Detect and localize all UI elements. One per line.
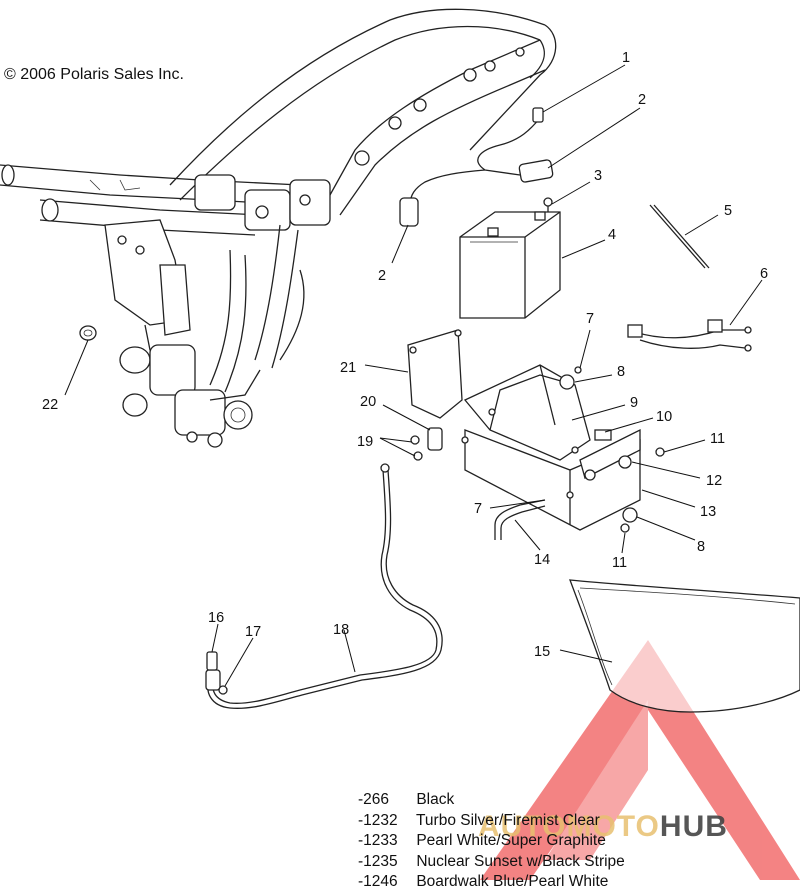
watermark-text: AUTOMOTOHUB [478, 810, 728, 843]
part-15-side-cover [569, 579, 800, 713]
callout-5: 5 [724, 203, 732, 219]
part-13-battery-box [464, 428, 641, 531]
color-code-row: -1246 Boardwalk Blue/Pearl White [358, 872, 625, 893]
callout-15: 15 [534, 644, 550, 660]
part-6-wire-harness [627, 319, 752, 352]
part-19-screws [410, 435, 469, 461]
color-code-row: -1235 Nuclear Sunset w/Black Stripe [358, 852, 625, 873]
watermark-logo [480, 640, 800, 880]
callout-7-upper: 7 [586, 311, 594, 327]
callout-4: 4 [608, 227, 616, 243]
color-name: Black [416, 791, 455, 808]
callout-11-lower: 11 [612, 555, 627, 571]
callout-19: 19 [357, 434, 373, 450]
callout-20: 20 [360, 394, 376, 410]
callout-18: 18 [333, 622, 349, 638]
part-18-hose [207, 463, 443, 709]
part-14-rod [494, 499, 546, 540]
part-20-clip [427, 427, 443, 451]
callout-8-lower: 8 [697, 539, 705, 555]
part-8-nut-lower [622, 507, 638, 523]
color-code: -1246 [358, 873, 398, 890]
callout-7-lower: 7 [474, 501, 482, 517]
color-name: Turbo Silver/Firemist Clear [416, 811, 600, 829]
callout-12: 12 [706, 473, 722, 489]
watermark-wordmark: AUTOMOTOHUB [478, 810, 728, 843]
color-code: -266 [358, 791, 390, 808]
callout-17: 17 [245, 624, 261, 640]
part-11-nut-lower [620, 523, 630, 533]
leader-lines [64, 64, 763, 687]
part-17-clamp [218, 685, 228, 695]
callout-3: 3 [594, 168, 602, 184]
part-9-battery-tray [463, 364, 591, 461]
copyright-notice: © 2006 Polaris Sales Inc. [4, 66, 184, 83]
callout-2-boot-lower: 2 [378, 268, 386, 284]
part-1-cable [477, 107, 544, 176]
motorcycle-frame [0, 8, 557, 448]
color-code-list: -266 Black -1232 Turbo Silver/Firemist C… [358, 790, 625, 893]
part-8-nut-upper [559, 374, 575, 390]
color-name: Nuclear Sunset w/Black Stripe [416, 852, 625, 870]
part-2-terminal-boot [399, 159, 554, 227]
callout-9: 9 [630, 395, 638, 411]
part-4-battery [459, 211, 561, 319]
callout-10: 10 [656, 409, 672, 425]
callout-21: 21 [340, 360, 356, 376]
callout-16: 16 [208, 610, 224, 626]
part-10-bracket [594, 429, 612, 441]
color-name: Boardwalk Blue/Pearl White [416, 873, 609, 890]
callout-13: 13 [700, 504, 716, 520]
fasteners [559, 366, 665, 533]
color-code-row: -266 Black [358, 790, 625, 811]
callout-8-upper: 8 [617, 364, 625, 380]
color-code: -1232 [358, 811, 398, 829]
part-22-grommet [79, 325, 97, 341]
part-7-bolt-upper [574, 366, 582, 374]
part-5-strap [649, 204, 710, 269]
callout-22: 22 [42, 397, 58, 413]
color-code: -1235 [358, 852, 398, 870]
color-code: -1233 [358, 832, 398, 849]
color-name: Pearl White/Super Graphite [416, 832, 606, 849]
callout-14: 14 [534, 552, 550, 568]
color-code-row: -1232 Turbo Silver/Firemist Clear [358, 811, 625, 832]
callout-2-boot-upper: 2 [638, 92, 646, 108]
part-11-nut-right [655, 447, 665, 457]
callout-11-right: 11 [710, 431, 725, 447]
callout-numbers: 1 2 2 3 4 5 6 7 7 8 8 9 10 11 11 12 13 1… [42, 50, 768, 660]
color-code-row: -1233 Pearl White/Super Graphite [358, 831, 625, 852]
part-21-side-cover-plate [407, 329, 463, 419]
part-16-fitting [205, 651, 221, 691]
part-12-washer [618, 455, 632, 469]
callout-6: 6 [760, 266, 768, 282]
callout-1: 1 [622, 50, 630, 66]
